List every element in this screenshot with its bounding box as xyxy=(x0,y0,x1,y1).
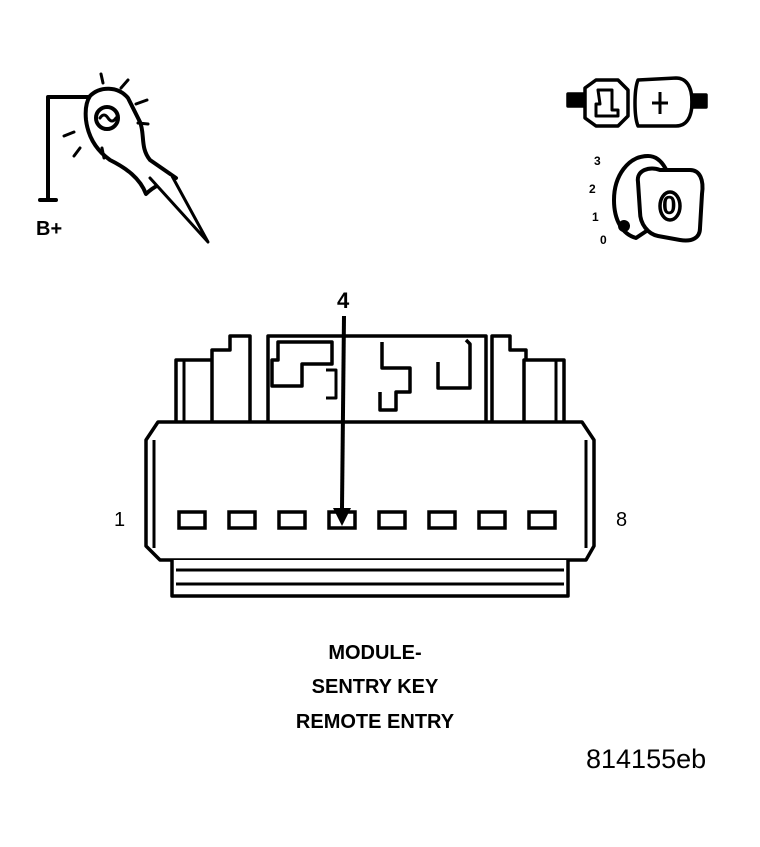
voltage-label: B+ xyxy=(36,218,63,240)
pin-2 xyxy=(227,510,257,530)
test-light-icon xyxy=(38,72,210,244)
pin-callout-label: 4 xyxy=(337,288,350,313)
pin-5 xyxy=(377,510,407,530)
ignition-position-3: 3 xyxy=(594,154,601,168)
pin-8 xyxy=(527,510,557,530)
pin-7 xyxy=(477,510,507,530)
connector-body xyxy=(144,334,596,598)
pin-last-label: 8 xyxy=(616,509,628,531)
ignition-key-label: 0 xyxy=(662,190,677,220)
ignition-key-icon xyxy=(612,154,705,243)
connector-disconnected-icon xyxy=(566,76,708,128)
pin-callout-arrow xyxy=(333,315,351,526)
pin-6 xyxy=(427,510,457,530)
ignition-position-2: 2 xyxy=(589,182,596,196)
pin-first-label: 1 xyxy=(114,509,126,531)
caption-line-3: REMOTE ENTRY xyxy=(295,711,455,733)
connector-pins xyxy=(177,510,557,530)
figure-id: 814155eb xyxy=(586,744,707,774)
ignition-position-0: 0 xyxy=(600,233,607,247)
caption-line-1: MODULE- xyxy=(328,642,422,664)
pin-3 xyxy=(277,510,307,530)
pin-1 xyxy=(177,510,207,530)
caption-line-2: SENTRY KEY xyxy=(311,676,439,698)
ignition-position-1: 1 xyxy=(592,210,599,224)
